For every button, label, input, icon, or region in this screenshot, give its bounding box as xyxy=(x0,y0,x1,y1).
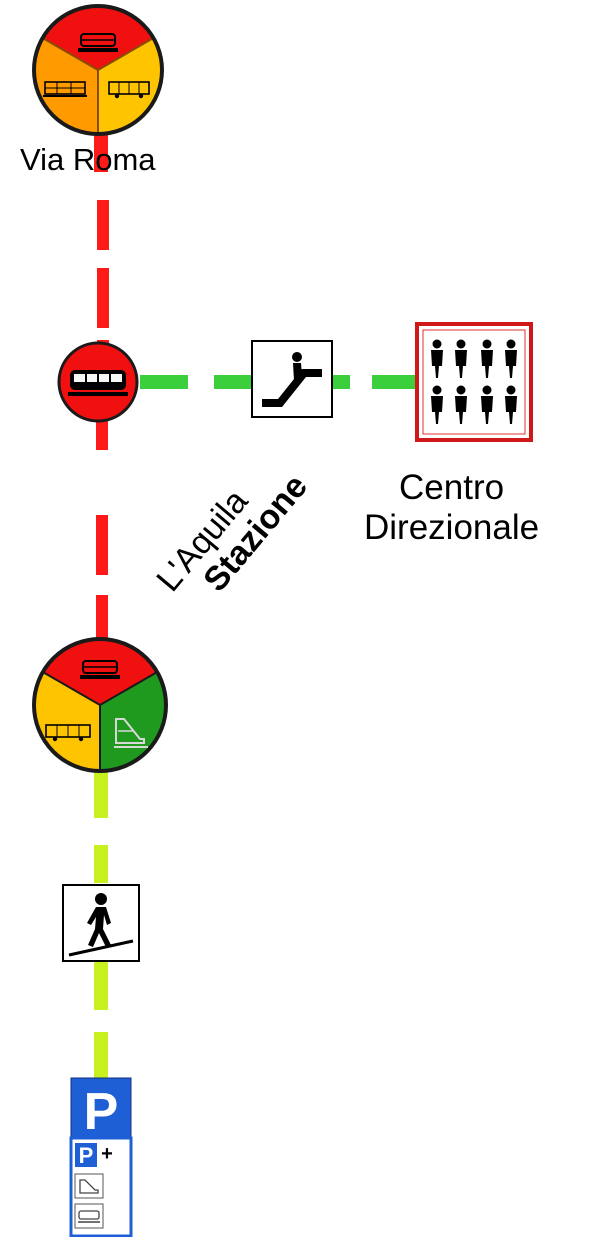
via-roma-label: Via Roma xyxy=(20,142,156,177)
bus-icon xyxy=(108,81,150,99)
metro-icon xyxy=(78,33,118,52)
escalator-icon[interactable] xyxy=(251,340,333,418)
park-and-ride-icon[interactable]: P + xyxy=(69,1136,133,1237)
walk-path xyxy=(94,768,108,1078)
via-roma-hub[interactable] xyxy=(32,4,164,136)
park-ride-plus: + xyxy=(101,1143,113,1165)
parking-letter: P xyxy=(84,1083,119,1141)
escalator-path xyxy=(140,375,418,389)
park-ride-letter: P xyxy=(79,1143,94,1168)
centro-label-line1: Centro xyxy=(399,468,505,507)
train-icon xyxy=(43,81,87,97)
train-icon xyxy=(114,718,148,748)
metro-station[interactable] xyxy=(57,341,139,423)
metro-icon xyxy=(80,660,120,679)
centro-label-line2: Direzionale xyxy=(364,508,540,547)
bus-icon xyxy=(45,724,91,742)
pedestrian-ramp-icon[interactable] xyxy=(62,884,140,962)
stazione-hub[interactable] xyxy=(32,637,168,773)
people-icon[interactable] xyxy=(415,322,533,442)
parking-icon[interactable]: P xyxy=(70,1077,132,1141)
centro-direzionale-label: Centro Direzionale xyxy=(364,468,539,548)
metro-icon xyxy=(68,370,128,396)
